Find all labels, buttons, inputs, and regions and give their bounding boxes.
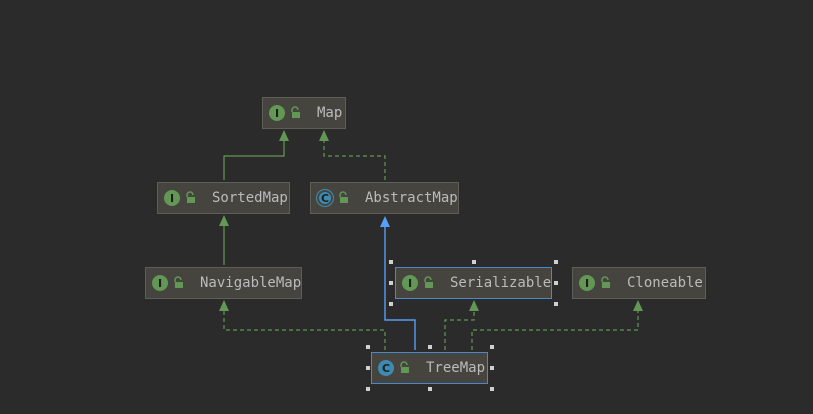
arrowhead [279,130,289,141]
public-lock-icon [400,361,409,373]
selection-handle[interactable] [490,366,494,370]
selection-handle[interactable] [389,281,393,285]
public-lock-icon [174,276,183,288]
selection-handle[interactable] [554,260,558,264]
interface-icon: I [579,275,595,291]
interface-icon: I [152,275,168,291]
edge-treemap-abstractmap [384,226,416,350]
node-map[interactable]: I Map [262,97,346,129]
selection-handle[interactable] [366,366,370,370]
interface-icon: I [164,190,180,206]
node-abstractmap[interactable]: C AbstractMap [310,182,459,214]
selection-handle[interactable] [389,302,393,306]
arrowhead [469,300,479,311]
public-lock-icon [339,191,348,203]
node-sortedmap[interactable]: I SortedMap [157,182,290,214]
interface-icon: I [269,105,285,121]
node-treemap[interactable]: C TreeMap [371,352,488,384]
selection-handle[interactable] [428,345,432,349]
public-lock-icon [424,276,433,288]
edge-treemap-cloneable [471,310,639,350]
public-lock-icon [291,106,300,118]
selection-handle[interactable] [490,387,494,391]
edge-abstractmap-map [323,139,386,180]
selection-handle[interactable] [472,260,476,264]
node-label: Serializable [450,275,552,291]
public-lock-icon [601,276,610,288]
selection-handle[interactable] [490,345,494,349]
edge-treemap-navigablemap [223,310,386,350]
node-label: Map [317,105,343,121]
selection-handle[interactable] [366,345,370,349]
node-cloneable[interactable]: I Cloneable [572,267,706,299]
arrowhead [219,215,229,226]
edge-treemap-serializable [444,310,475,350]
class-icon: C [378,360,394,376]
selection-handle[interactable] [428,387,432,391]
node-serializable[interactable]: I Serializable [395,267,552,299]
node-label: TreeMap [426,360,486,376]
arrowhead [633,300,643,311]
arrowhead [219,300,229,311]
selection-handle[interactable] [554,281,558,285]
node-navigablemap[interactable]: I NavigableMap [145,267,302,299]
arrowhead [319,130,329,141]
selection-handle[interactable] [366,387,370,391]
node-label: Cloneable [627,275,703,291]
selection-handle[interactable] [554,302,558,306]
edge-sortedmap-map [223,139,285,180]
selection-handle[interactable] [389,260,393,264]
abstract-class-icon: C [316,189,334,207]
interface-icon: I [402,275,418,291]
node-label: SortedMap [212,190,288,206]
node-label: NavigableMap [200,275,302,291]
arrowhead [380,216,390,227]
node-label: AbstractMap [365,190,458,206]
public-lock-icon [186,191,195,203]
